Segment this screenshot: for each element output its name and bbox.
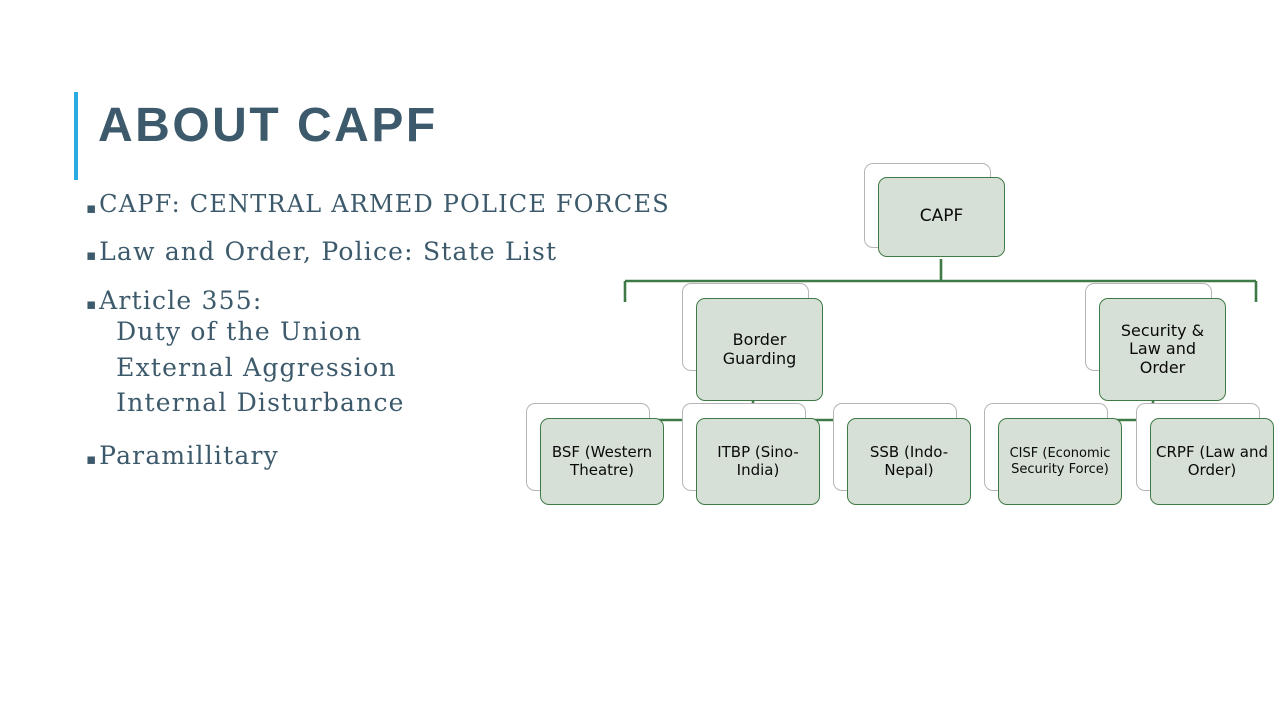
node-label: SSB (Indo-Nepal) <box>869 443 949 479</box>
list-item-subline: Internal Disturbance <box>116 388 405 418</box>
org-node-border-guarding[interactable]: Border Guarding <box>682 283 827 405</box>
node-label: CRPF (Law and Order) <box>1156 443 1268 479</box>
node-label: Border Guarding <box>722 329 797 368</box>
node-card[interactable]: SSB (Indo-Nepal) <box>847 418 971 505</box>
org-node-cisf[interactable]: CISF (Economic Security Force) <box>984 403 1129 508</box>
list-item-body: Article 355: Duty of the Union External … <box>99 285 405 421</box>
list-item-body: Law and Order, Police: State List <box>99 239 557 266</box>
list-item-body: CAPF: CENTRAL ARMED POLICE FORCES <box>99 190 670 218</box>
page-title: ABOUT CAPF <box>74 92 438 180</box>
list-item-label: Paramillitary <box>99 440 279 470</box>
node-card[interactable]: CAPF <box>878 177 1005 257</box>
list-item-subline: Duty of the Union <box>116 317 363 347</box>
title-accent-bar <box>74 92 78 180</box>
node-card[interactable]: Security & Law and Order <box>1099 298 1226 401</box>
list-item-label: CAPF: CENTRAL ARMED POLICE FORCES <box>99 190 670 218</box>
list-item-label: Article 355: <box>99 285 263 315</box>
list-item-subline: External Aggression <box>116 352 397 382</box>
bullet-marker-icon: ▪ <box>86 294 97 313</box>
node-label: BSF (Western Theatre) <box>551 443 653 479</box>
node-label: Security & Law and Order <box>1120 320 1205 377</box>
node-card[interactable]: BSF (Western Theatre) <box>540 418 664 505</box>
node-label: CISF (Economic Security Force) <box>1009 446 1111 477</box>
org-node-itbp[interactable]: ITBP (Sino-India) <box>682 403 827 508</box>
node-label: ITBP (Sino-India) <box>717 443 799 479</box>
org-chart: CAPF Border Guarding Security & Law and … <box>500 150 1280 510</box>
org-node-bsf[interactable]: BSF (Western Theatre) <box>526 403 671 508</box>
org-node-crpf[interactable]: CRPF (Law and Order) <box>1136 403 1280 508</box>
bullet-marker-icon: ▪ <box>86 246 97 265</box>
list-item-label: Law and Order, Police: State List <box>99 237 558 267</box>
bullet-marker-icon: ▪ <box>86 449 97 468</box>
list-item-body: Paramillitary <box>99 440 279 470</box>
list-item: ▪ Paramillitary <box>86 440 666 470</box>
node-card[interactable]: ITBP (Sino-India) <box>696 418 820 505</box>
node-card[interactable]: CISF (Economic Security Force) <box>998 418 1122 505</box>
list-item: ▪ CAPF: CENTRAL ARMED POLICE FORCES <box>86 191 669 217</box>
org-node-security-law-order[interactable]: Security & Law and Order <box>1085 283 1230 405</box>
title-label: ABOUT CAPF <box>98 99 438 152</box>
list-item: ▪ Article 355: Duty of the Union Externa… <box>86 285 666 421</box>
node-card[interactable]: Border Guarding <box>696 298 823 401</box>
list-item: ▪ Law and Order, Police: State List <box>86 239 666 266</box>
org-node-ssb[interactable]: SSB (Indo-Nepal) <box>833 403 978 508</box>
bullet-marker-icon: ▪ <box>86 199 97 217</box>
org-node-capf[interactable]: CAPF <box>864 163 1009 263</box>
bullet-list: ▪ CAPF: CENTRAL ARMED POLICE FORCES ▪ La… <box>86 191 669 491</box>
node-label: CAPF <box>919 206 964 227</box>
node-card[interactable]: CRPF (Law and Order) <box>1150 418 1274 505</box>
